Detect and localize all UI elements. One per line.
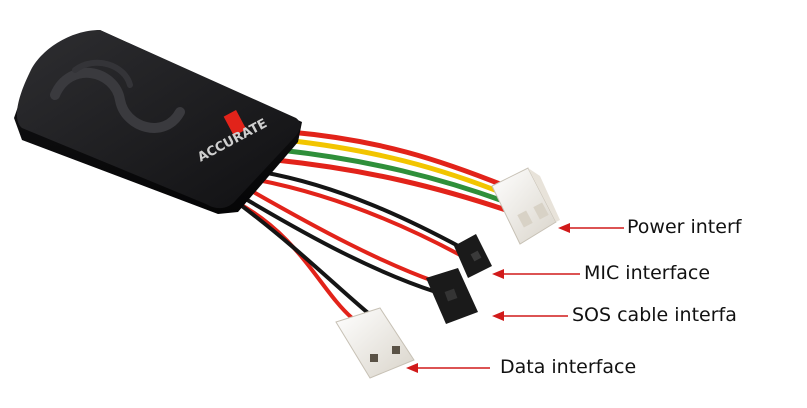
yellow-wire-power [282,137,508,197]
red-wire-sos [248,188,438,284]
red-wire-power-2 [273,157,509,213]
power-interface-label: Power interf [627,216,742,238]
embossed-logo-mark [50,67,185,133]
embossed-logo-mark-2 [72,59,133,88]
tracker-device: ACCURATE [14,30,302,214]
mic-arrow-head [492,269,504,279]
sos-connector [426,268,478,324]
black-wire-mic [260,170,464,250]
brand-logo-badge [223,110,247,136]
red-wire-mic [256,178,464,258]
data-interface-label: Data interface [500,356,637,378]
sos-arrow-head [492,311,504,321]
data-connector [335,307,415,379]
callout-arrows [406,223,624,373]
power-connector [491,167,560,245]
data-arrow-head [406,363,418,373]
black-wire-sos [242,196,438,294]
mic-connector [454,234,492,278]
black-wire-data [240,204,376,320]
power-arrow-head [558,223,570,233]
wire-bundle [234,129,509,320]
red-wire-power [287,129,508,189]
sos-cable-interface-label: SOS cable interfa [572,304,737,326]
mic-interface-label: MIC interface [584,262,711,284]
green-wire-power [277,147,509,205]
red-wire-data [234,200,354,320]
